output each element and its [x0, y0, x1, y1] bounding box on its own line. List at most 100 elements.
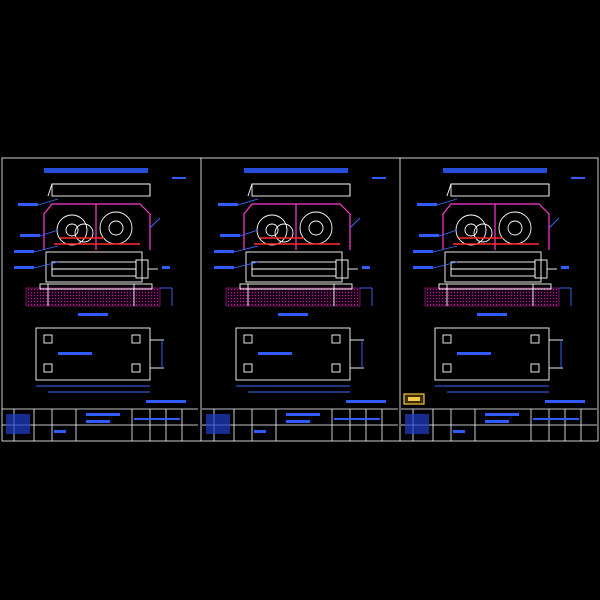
label-motor-leader: [432, 245, 458, 253]
sheet-title-text: [244, 168, 348, 173]
plan-view-outline: [235, 327, 351, 381]
label-base-leader: [432, 261, 458, 269]
base-frame: [245, 251, 343, 283]
anchor-hole-4: [530, 363, 540, 373]
label-base-leader: [33, 261, 59, 269]
label-base: [413, 266, 433, 269]
plan-view-outline: [35, 327, 151, 381]
rotor-hub-left: [65, 223, 79, 237]
label-motor: [413, 250, 433, 253]
title-block-drawing-name: [485, 420, 509, 423]
title-block-designer: [453, 430, 465, 433]
elevation-caption: [477, 313, 507, 316]
anchor-hole-3: [442, 363, 452, 373]
title-block-drawing-name: [86, 420, 110, 423]
plan-view-note: [58, 352, 92, 355]
rotor-gear-left: [455, 214, 487, 246]
motor-pulley: [99, 211, 133, 245]
anchor-hole-3: [243, 363, 253, 373]
plan-view-outline: [434, 327, 550, 381]
title-block-project-name: [86, 413, 120, 416]
rotor-gear-small: [473, 223, 493, 243]
concrete-foundation: [424, 287, 560, 307]
label-blower: [20, 234, 40, 237]
rotor-gear-small: [274, 223, 294, 243]
rotor-gear-small: [74, 223, 94, 243]
label-motor-leader: [33, 245, 59, 253]
foundation-top-slab: [39, 283, 153, 290]
label-outlet: [162, 266, 170, 269]
label-silencer: [18, 203, 38, 206]
rotor-hub-left: [464, 223, 478, 237]
plan-view-note: [258, 352, 292, 355]
anchor-hole-4: [131, 363, 141, 373]
label-blower: [220, 234, 240, 237]
filter-silencer-top: [247, 183, 351, 197]
label-right-leader: [349, 217, 361, 229]
motor-pulley-hub: [308, 220, 324, 236]
anchor-hole-2: [530, 334, 540, 344]
plan-view-note: [457, 352, 491, 355]
sheet-title-text: [44, 168, 148, 173]
sheet-1: [2, 168, 198, 441]
foundation-top-slab: [438, 283, 552, 290]
title-block-fields: [533, 418, 579, 420]
label-outlet: [362, 266, 370, 269]
blower-housing: [243, 203, 351, 250]
rotor-hub-left: [265, 223, 279, 237]
plan-view-caption: [545, 400, 585, 403]
label-motor-leader: [233, 245, 259, 253]
title-block-designer: [254, 430, 266, 433]
label-silencer-leader: [237, 198, 259, 206]
label-blower-leader: [239, 229, 259, 237]
rotor-gear-left: [56, 214, 88, 246]
label-base: [214, 266, 234, 269]
anchor-hole-1: [43, 334, 53, 344]
title-block-project-name: [485, 413, 519, 416]
label-silencer-leader: [436, 198, 458, 206]
label-silencer: [218, 203, 238, 206]
plan-view-caption: [346, 400, 386, 403]
filter-silencer-top: [446, 183, 550, 197]
title-block-project-name: [286, 413, 320, 416]
motor-pulley-hub: [108, 220, 124, 236]
base-frame: [444, 251, 542, 283]
title-block-drawing-name: [286, 420, 310, 423]
label-right-leader: [149, 217, 161, 229]
motor-pulley-hub: [507, 220, 523, 236]
motor-pulley: [299, 211, 333, 245]
title-block-designer: [54, 430, 66, 433]
outer-frame: [1, 157, 599, 442]
sheet-2: [202, 168, 398, 441]
concrete-foundation: [225, 287, 361, 307]
silencer-box: [450, 183, 550, 197]
anchor-hole-4: [331, 363, 341, 373]
label-motor: [14, 250, 34, 253]
motor-pulley: [498, 211, 532, 245]
anchor-hole-1: [243, 334, 253, 344]
rotor-gear-left: [256, 214, 288, 246]
label-base: [14, 266, 34, 269]
title-block-fields: [134, 418, 180, 420]
title-block-stamp-area: [206, 414, 230, 434]
label-blower-leader: [438, 229, 458, 237]
title-block-fields: [334, 418, 380, 420]
filter-silencer-top: [47, 183, 151, 197]
title-block-stamp-area: [405, 414, 429, 434]
anchor-hole-1: [442, 334, 452, 344]
blower-housing: [43, 203, 151, 250]
sheet-title-text: [443, 168, 547, 173]
sheet-title-note: [372, 177, 386, 179]
label-blower-leader: [39, 229, 59, 237]
label-blower: [419, 234, 439, 237]
stamp-badge-inner: [408, 397, 420, 401]
anchor-hole-3: [43, 363, 53, 373]
blower-housing: [442, 203, 550, 250]
title-block-stamp-area: [6, 414, 30, 434]
foundation-top-slab: [239, 283, 353, 290]
anchor-hole-2: [131, 334, 141, 344]
elevation-caption: [78, 313, 108, 316]
plan-view-caption: [146, 400, 186, 403]
anchor-hole-2: [331, 334, 341, 344]
